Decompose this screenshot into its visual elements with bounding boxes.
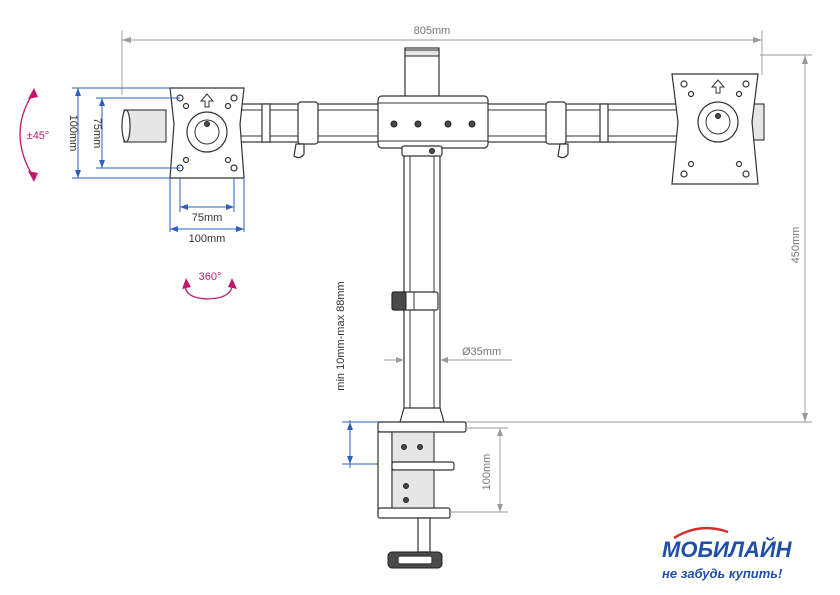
arm-joint-left — [297, 101, 319, 145]
logo-name: МОБИЛАЙН — [662, 536, 793, 562]
vesa-height-dimensions: 100mm 75mm — [67, 87, 180, 179]
total-width-label: 805mm — [414, 25, 451, 37]
arm-joint-right — [545, 101, 567, 145]
clamp-range-dimension: min 10mm-max 88mm — [335, 281, 380, 468]
vesa-height-large-label: 100mm — [67, 115, 79, 152]
pole-diameter-dimension: Ø35mm — [384, 346, 512, 363]
pole-collar — [391, 291, 439, 311]
up-arrow-icon — [199, 93, 215, 108]
brand-logo: МОБИЛАЙН не забудь купить! — [662, 526, 793, 581]
tilt-label: ±45° — [27, 130, 50, 142]
clamp-screw — [417, 517, 431, 553]
clamp-spine — [377, 431, 393, 517]
swivel-label: 360° — [199, 271, 222, 283]
pole-diameter-label: Ø35mm — [462, 346, 501, 358]
vesa-height-small-label: 75mm — [91, 118, 103, 149]
horizontal-arm — [239, 95, 681, 159]
pole-base — [399, 407, 445, 423]
vesa-plate-right — [671, 73, 765, 185]
logo-slogan: не забудь купить! — [662, 566, 783, 581]
swivel-indicator: 360° — [182, 271, 237, 300]
clamp-jaw — [391, 461, 455, 471]
pole-height-dimension: 450mm — [440, 54, 812, 423]
tilt-indicator: ±45° — [19, 88, 50, 182]
vesa-width-large-label: 100mm — [189, 233, 226, 245]
total-width-dimension: 805mm — [121, 25, 763, 95]
vesa-width-small-label: 75mm — [192, 212, 223, 224]
clamp-top-plate — [377, 421, 467, 433]
cable-clip-right — [557, 143, 569, 159]
desk-clamp — [377, 407, 467, 569]
pole-height-label: 450mm — [790, 227, 802, 264]
logo-swoosh — [673, 526, 729, 540]
clamp-range-label: min 10mm-max 88mm — [335, 281, 347, 390]
clamp-depth-dimension: 100mm — [450, 427, 508, 513]
cable-clip-left — [293, 143, 305, 159]
vesa-width-dimensions: 75mm 100mm — [169, 178, 245, 245]
clamp-depth-label: 100mm — [481, 454, 493, 491]
vesa-plate-left — [121, 87, 245, 179]
up-arrow-icon — [710, 79, 726, 94]
